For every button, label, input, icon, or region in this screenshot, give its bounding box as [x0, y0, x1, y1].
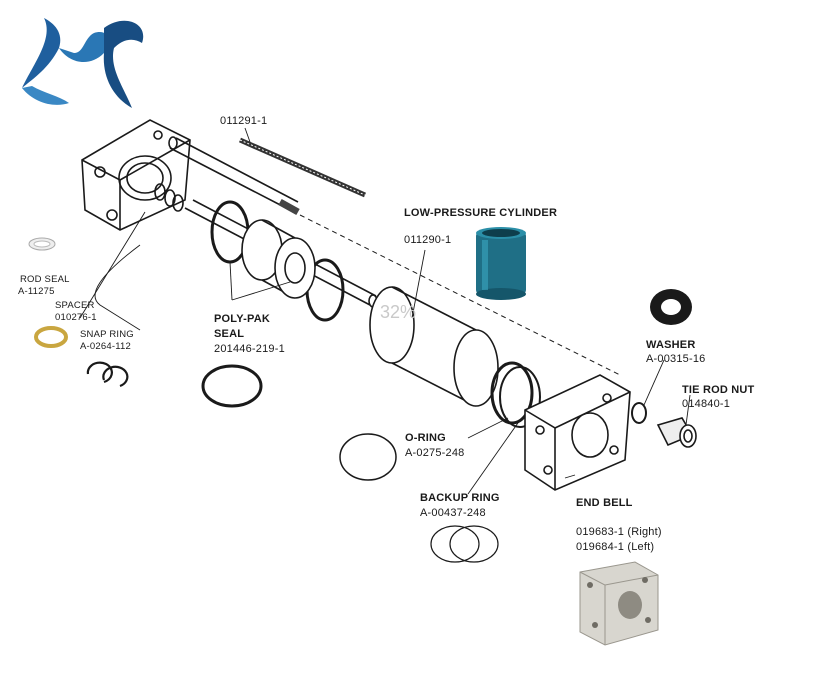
end-bell-title: END BELL: [576, 497, 633, 509]
spacer-title: SPACER: [55, 300, 95, 311]
o-ring-assembled: [490, 361, 534, 425]
bird-logo-icon: [22, 18, 144, 108]
tie-rod-nut-part: 014840-1: [682, 398, 731, 410]
poly-pak-part: 201446-219-1: [214, 343, 285, 355]
head-end-bell: [81, 119, 191, 231]
threaded-rod: [238, 137, 367, 216]
end-bell-photo: [579, 561, 659, 646]
backup-ring-title: BACKUP RING: [420, 492, 500, 504]
end-bell-left-part: 019684-1 (Left): [576, 541, 655, 553]
backup-ring-loose-1: [430, 525, 480, 563]
backup-ring-loose-2: [449, 525, 499, 563]
spacer-photo: [34, 326, 68, 348]
tie-rod-part-label: 011291-1: [220, 115, 268, 127]
end-bell-right-part: 019683-1 (Right): [576, 526, 662, 538]
tie-rod-nut: [656, 417, 697, 448]
washer-title: WASHER: [646, 339, 696, 351]
o-ring-loose: [339, 433, 397, 481]
spacer-part: 010276-1: [55, 312, 97, 323]
leader-lines: [79, 127, 691, 495]
snap-ring-2: [102, 365, 129, 388]
rod-seal-photo: [28, 237, 56, 251]
watermark-text: 32%: [380, 302, 417, 322]
cylinder-tube: [369, 286, 499, 407]
poly-pak-title-2: SEAL: [214, 328, 245, 340]
snap-ring-1: [86, 361, 113, 384]
alignment-line: [299, 214, 621, 376]
washer-part: A-00315-16: [646, 353, 706, 365]
tie-rod-nut-title: TIE ROD NUT: [682, 384, 755, 396]
poly-pak-title-1: POLY-PAK: [214, 313, 271, 325]
low-pressure-cylinder-photo: [476, 227, 526, 300]
backup-ring-part: A-00437-248: [420, 507, 486, 519]
washer-assembled: [631, 402, 647, 424]
low-pressure-cylinder-title: LOW-PRESSURE CYLINDER: [404, 207, 558, 219]
piston: [241, 219, 316, 299]
tie-rod: [168, 136, 299, 211]
cap-end-bell: [524, 374, 631, 491]
rod-seal-part: A-11275: [18, 286, 55, 297]
o-ring-part: A-0275-248: [405, 447, 465, 459]
snap-ring-title: SNAP RING: [80, 329, 134, 340]
poly-pak-seal-loose: [201, 364, 263, 408]
small-o-ring: [154, 183, 166, 201]
washer-loose: [650, 289, 692, 325]
o-ring-title: O-RING: [405, 432, 446, 444]
snap-ring-part: A-0264-112: [80, 341, 131, 352]
low-pressure-cylinder-part: 011290-1: [404, 234, 452, 246]
rod-seal-title: ROD SEAL: [20, 274, 70, 285]
